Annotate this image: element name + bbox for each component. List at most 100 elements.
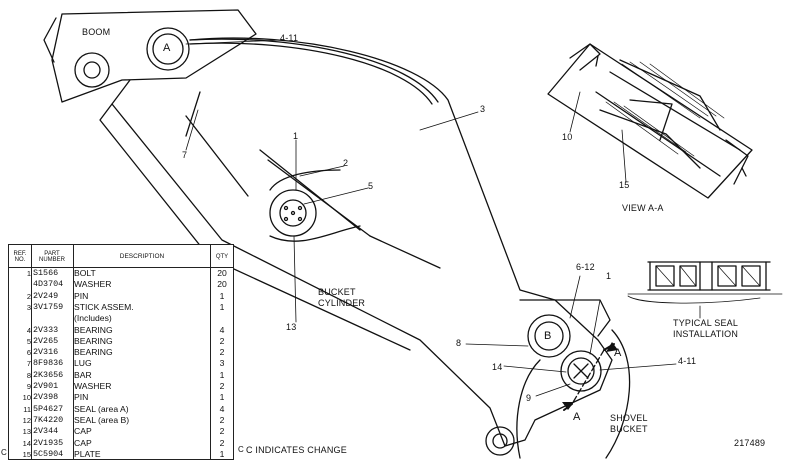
callout-1-right: 1 bbox=[606, 271, 612, 281]
cell-pn: 7K4220 bbox=[33, 414, 64, 425]
pin-a-circle bbox=[146, 27, 190, 71]
cell-qty: 2 bbox=[219, 381, 225, 391]
cell-qty: 1 bbox=[219, 448, 225, 459]
cell-qty: 1 bbox=[219, 392, 225, 403]
cell-desc: BEARING bbox=[74, 324, 113, 335]
callout-2: 2 bbox=[343, 158, 349, 168]
cell-pn: 8F9836 bbox=[33, 358, 64, 369]
cell-ref: 6 bbox=[26, 348, 31, 358]
callout-1-top: 1 bbox=[293, 131, 299, 141]
cell-pn: 5C5904 bbox=[33, 448, 64, 459]
cell-pn: 2V398 bbox=[33, 392, 59, 403]
cell-ref: 8 bbox=[26, 370, 31, 380]
cell-desc: PIN bbox=[74, 290, 89, 301]
parts-table-header: REF. NO. PART NUMBER DESCRIPTION QTY bbox=[9, 245, 233, 268]
cell-desc: LUG bbox=[74, 358, 92, 369]
cell-ref: 2 bbox=[26, 291, 31, 301]
cell-ref: 7 bbox=[26, 359, 31, 369]
cell-desc: (Includes) bbox=[74, 313, 112, 324]
cell-ref: 10 bbox=[22, 393, 31, 403]
bucket-pin bbox=[560, 350, 602, 392]
shovel-bucket-label: SHOVEL BUCKET bbox=[610, 413, 648, 434]
cell-desc: SEAL (area B) bbox=[74, 414, 130, 425]
view-a-a-label: VIEW A-A bbox=[622, 203, 664, 213]
table-row: (Includes) bbox=[9, 313, 233, 325]
cell-pn: 2V333 bbox=[33, 324, 59, 335]
callout-8: 8 bbox=[456, 338, 462, 348]
cell-pn: 2V316 bbox=[33, 347, 59, 358]
header-ref: REF. NO. bbox=[13, 251, 27, 263]
cell-ref: 14 bbox=[22, 438, 31, 448]
drawing-number: 217489 bbox=[734, 438, 766, 448]
callout-14: 14 bbox=[492, 362, 503, 372]
boom-pin bbox=[74, 52, 110, 88]
header-description: DESCRIPTION bbox=[119, 253, 165, 260]
cell-qty: 4 bbox=[219, 403, 225, 414]
cell-desc: WASHER bbox=[74, 279, 112, 290]
callout-10: 10 bbox=[562, 132, 573, 142]
bucket-cylinder-label: BUCKET CYLINDER bbox=[318, 287, 366, 308]
cell-qty: 1 bbox=[219, 301, 225, 312]
cell-desc: PLATE bbox=[74, 448, 101, 459]
cell-pn: S1566 bbox=[33, 268, 59, 278]
callout-4-11-top: 4-11 bbox=[280, 33, 299, 43]
header-qty: QTY bbox=[215, 254, 229, 260]
cell-pn: 2V1935 bbox=[33, 437, 64, 448]
cell-qty: 2 bbox=[219, 414, 225, 425]
cell-pn: 5P4627 bbox=[33, 403, 64, 414]
change-mark-1: C bbox=[1, 448, 7, 457]
cell-qty: 2 bbox=[219, 437, 225, 448]
cell-qty: 20 bbox=[217, 279, 227, 290]
pin-a-label: A bbox=[163, 42, 171, 54]
header-part-number: PART NUMBER bbox=[38, 251, 65, 263]
cell-desc: STICK ASSEM. bbox=[74, 301, 134, 312]
typical-seal-label: TYPICAL SEAL INSTALLATION bbox=[673, 318, 739, 339]
cell-ref: 5 bbox=[26, 336, 31, 346]
callout-15: 15 bbox=[619, 180, 630, 190]
stick-outline bbox=[111, 37, 613, 447]
cell-qty: 1 bbox=[219, 290, 225, 301]
cell-qty: 20 bbox=[217, 268, 227, 278]
callout-5: 5 bbox=[368, 181, 374, 191]
cell-qty: 2 bbox=[219, 347, 225, 358]
cell-desc: BAR bbox=[74, 369, 92, 380]
callout-3: 3 bbox=[480, 104, 486, 114]
change-note: C INDICATES CHANGE bbox=[246, 445, 347, 455]
cell-desc: CAP bbox=[74, 437, 92, 448]
pin-b-circle bbox=[527, 314, 571, 358]
cell-ref: 12 bbox=[22, 415, 31, 425]
cell-qty: 2 bbox=[219, 426, 225, 437]
boom-outline bbox=[51, 9, 257, 103]
section-a-upper: A bbox=[614, 347, 622, 359]
cell-pn: 4D3704 bbox=[33, 279, 64, 290]
callout-9: 9 bbox=[526, 393, 532, 403]
cell-desc: BEARING bbox=[74, 335, 113, 346]
cell-desc: WASHER bbox=[74, 381, 112, 391]
cell-pn: 3V1759 bbox=[33, 301, 64, 312]
cell-ref: 15 bbox=[22, 449, 31, 459]
cell-ref: 1 bbox=[26, 269, 31, 278]
cell-ref: 11 bbox=[23, 404, 31, 414]
cell-ref: 3 bbox=[26, 302, 31, 312]
cell-desc: CAP bbox=[74, 426, 92, 437]
callout-7: 7 bbox=[182, 150, 188, 160]
cell-pn: 2V901 bbox=[33, 381, 59, 391]
cell-pn: 2V265 bbox=[33, 335, 59, 346]
cell-pn: 2V249 bbox=[33, 290, 59, 301]
